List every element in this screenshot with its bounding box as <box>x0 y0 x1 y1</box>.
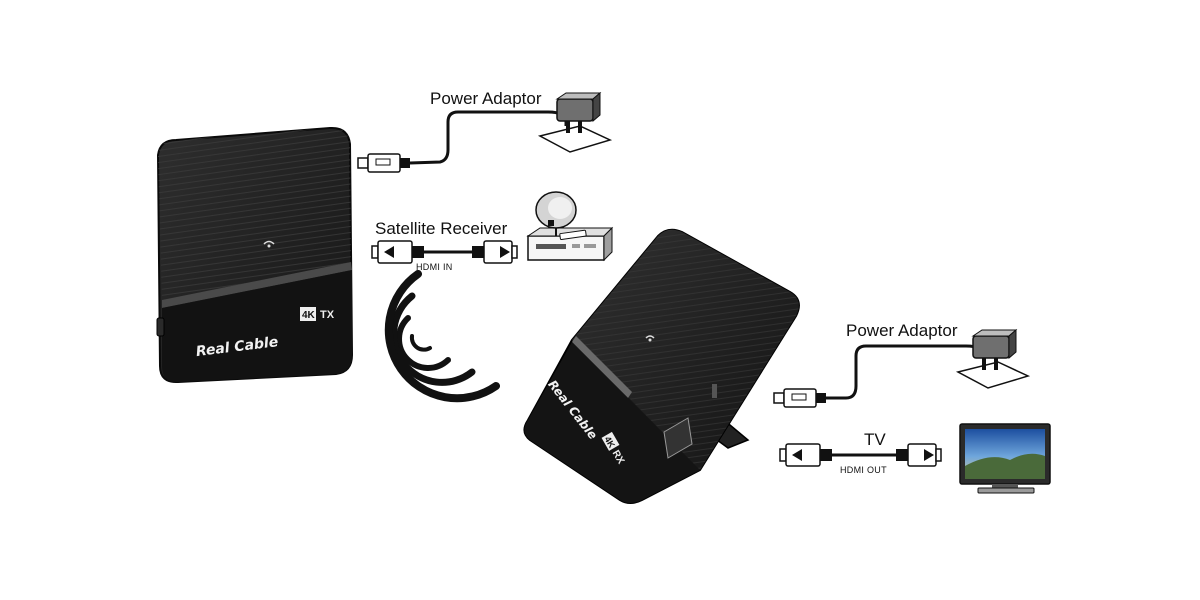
transmitter-device <box>156 126 354 384</box>
power-adaptor-icon <box>537 91 613 153</box>
tv-label: TV <box>864 430 886 449</box>
usb-plug-icon <box>357 153 410 173</box>
power-adaptor-label-rx: Power Adaptor <box>846 321 958 340</box>
hdmi-plug-icon <box>779 443 832 467</box>
tx-badge-4k: 4K <box>302 310 316 321</box>
wifi-icon <box>263 240 275 248</box>
hdmi-plug-icon <box>896 443 942 467</box>
hdmi-plug-icon <box>371 240 424 264</box>
power-adaptor-icon <box>955 328 1031 389</box>
tx-badge: 4K TX <box>300 307 335 321</box>
satellite-receiver-label: Satellite Receiver <box>375 219 508 238</box>
hdmi-plug-icon <box>472 240 518 264</box>
hdmi-out-label: HDMI OUT <box>840 465 887 475</box>
receiver-device <box>523 228 800 504</box>
wifi-icon <box>645 335 655 342</box>
hdmi-in-label: HDMI IN <box>416 262 453 272</box>
wireless-signal-icon <box>384 270 500 403</box>
tx-badge-mode: TX <box>320 309 335 321</box>
satellite-dish-icon <box>526 191 614 262</box>
tv-icon <box>959 423 1051 494</box>
usb-plug-icon <box>773 388 826 408</box>
power-adaptor-label-tx: Power Adaptor <box>430 89 542 108</box>
